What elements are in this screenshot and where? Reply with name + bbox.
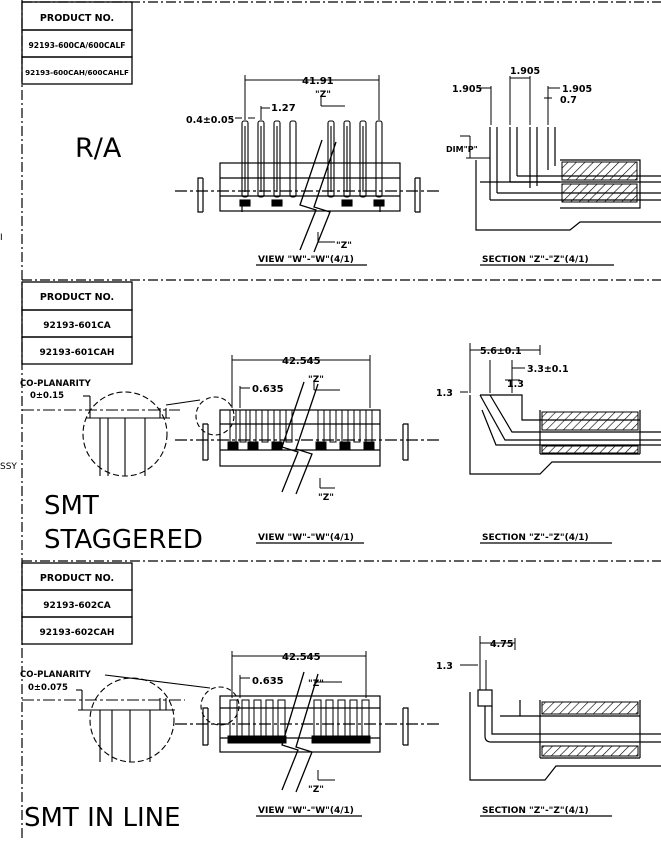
dim-overall-1: 41.91 (302, 76, 334, 87)
sec-dim-1b: 1.905 (510, 66, 540, 77)
hatch-1a (561, 161, 638, 181)
sec-dim-2a: 5.6±0.1 (480, 346, 522, 357)
coplanarity-detail-2 (22, 391, 235, 477)
sec-dim-3a: 4.75 (490, 639, 513, 650)
product-number-3a: 92193-602CA (43, 601, 110, 611)
product-number-3b: 92193-602CAH (40, 628, 115, 638)
section-view-2 (469, 394, 661, 475)
type-label-smt-staggered-2: STAGGERED (44, 525, 203, 555)
product-table-3 (21, 562, 133, 645)
dim-p-1: DIM"P" (446, 145, 478, 154)
section-label-2: SECTION "Z"-"Z"(4/1) (482, 533, 589, 543)
section-dims-3 (460, 636, 516, 690)
coplanarity-label-2: CO-PLANARITY (20, 379, 92, 389)
hatch-3a (541, 701, 639, 715)
dim-pitch-1: 1.27 (271, 103, 296, 114)
product-number-1a: 92193-600CA/600CALF (29, 41, 126, 50)
z-marker-top-2: "Z" (308, 375, 324, 385)
edge-fragment-2: SSY (0, 462, 17, 472)
dim-overall-3: 42.545 (282, 652, 321, 663)
dims-2 (231, 355, 371, 489)
front-view-3 (175, 695, 440, 753)
sec-dim-3b: 1.3 (436, 661, 453, 672)
type-label-ra: R/A (75, 133, 122, 164)
section-dims-2 (460, 343, 541, 393)
product-number-2b: 92193-601CAH (40, 348, 115, 358)
break-lines-2 (281, 381, 319, 495)
section-dims-1 (460, 76, 560, 159)
section-smt-staggered: PRODUCT NO. 92193-601CA 92193-601CAH SMT… (20, 281, 661, 555)
sec-dim-1d: 0.7 (560, 95, 577, 106)
view-label-1: VIEW "W"-"W"(4/1) (258, 255, 354, 265)
page-frame (21, 0, 661, 841)
dims-1 (235, 75, 380, 243)
product-header-3: PRODUCT NO. (40, 573, 114, 584)
coplanarity-label-3: CO-PLANARITY (20, 670, 92, 680)
type-label-smt-staggered-1: SMT (44, 491, 99, 521)
dims-3 (231, 651, 367, 781)
z-marker-top-1: "Z" (315, 90, 331, 100)
product-table-1 (21, 1, 133, 85)
product-number-1b: 92193-600CAH/600CAHLF (25, 68, 129, 77)
front-view-1-pins (239, 120, 385, 207)
z-marker-bottom-1: "Z" (336, 241, 352, 251)
section-ra: PRODUCT NO. 92193-600CA/600CALF 92193-60… (21, 1, 661, 266)
product-header-2: PRODUCT NO. (40, 292, 114, 303)
coplanarity-detail-3 (22, 674, 240, 763)
front-view-2 (175, 409, 440, 467)
sec-dim-2d: 1.3 (507, 379, 524, 390)
z-marker-top-3: "Z" (308, 679, 324, 689)
view-label-3: VIEW "W"-"W"(4/1) (258, 806, 354, 816)
hatch-3b (541, 745, 639, 757)
view-label-2: VIEW "W"-"W"(4/1) (258, 533, 354, 543)
type-label-smt-inline: SMT IN LINE (24, 803, 181, 833)
sec-dim-2c: 1.3 (436, 388, 453, 399)
sec-dim-2b: 3.3±0.1 (527, 364, 569, 375)
product-header-1: PRODUCT NO. (40, 13, 114, 24)
section-label-3: SECTION "Z"-"Z"(4/1) (482, 806, 589, 816)
z-marker-bottom-3: "Z" (308, 785, 324, 795)
hatch-2a (541, 411, 639, 431)
z-marker-bottom-2: "Z" (318, 493, 334, 503)
front-view-2-pins (227, 409, 375, 451)
hatch-2b (541, 445, 639, 454)
sec-dim-1c: 1.905 (562, 84, 592, 95)
dim-pin-width-1: 0.4±0.05 (186, 115, 234, 126)
product-number-2a: 92193-601CA (43, 321, 110, 331)
product-table-2 (21, 281, 133, 365)
front-view-1 (175, 162, 440, 213)
coplanarity-value-3: 0±0.075 (28, 683, 68, 693)
section-view-3 (469, 689, 661, 781)
hatch-1b (561, 183, 638, 203)
dim-pitch-2: 0.635 (252, 384, 284, 395)
edge-fragment-1: I (0, 233, 3, 243)
dim-pitch-3: 0.635 (252, 676, 284, 687)
break-lines-1 (299, 139, 337, 253)
section-smt-inline: PRODUCT NO. 92193-602CA 92193-602CAH SMT… (20, 562, 661, 833)
coplanarity-value-2: 0±0.15 (30, 391, 64, 401)
sec-dim-1a: 1.905 (452, 84, 482, 95)
dim-overall-2: 42.545 (282, 356, 321, 367)
break-lines-3 (281, 671, 319, 793)
front-view-3-pins (227, 699, 371, 744)
section-label-1: SECTION "Z"-"Z"(4/1) (482, 255, 589, 265)
